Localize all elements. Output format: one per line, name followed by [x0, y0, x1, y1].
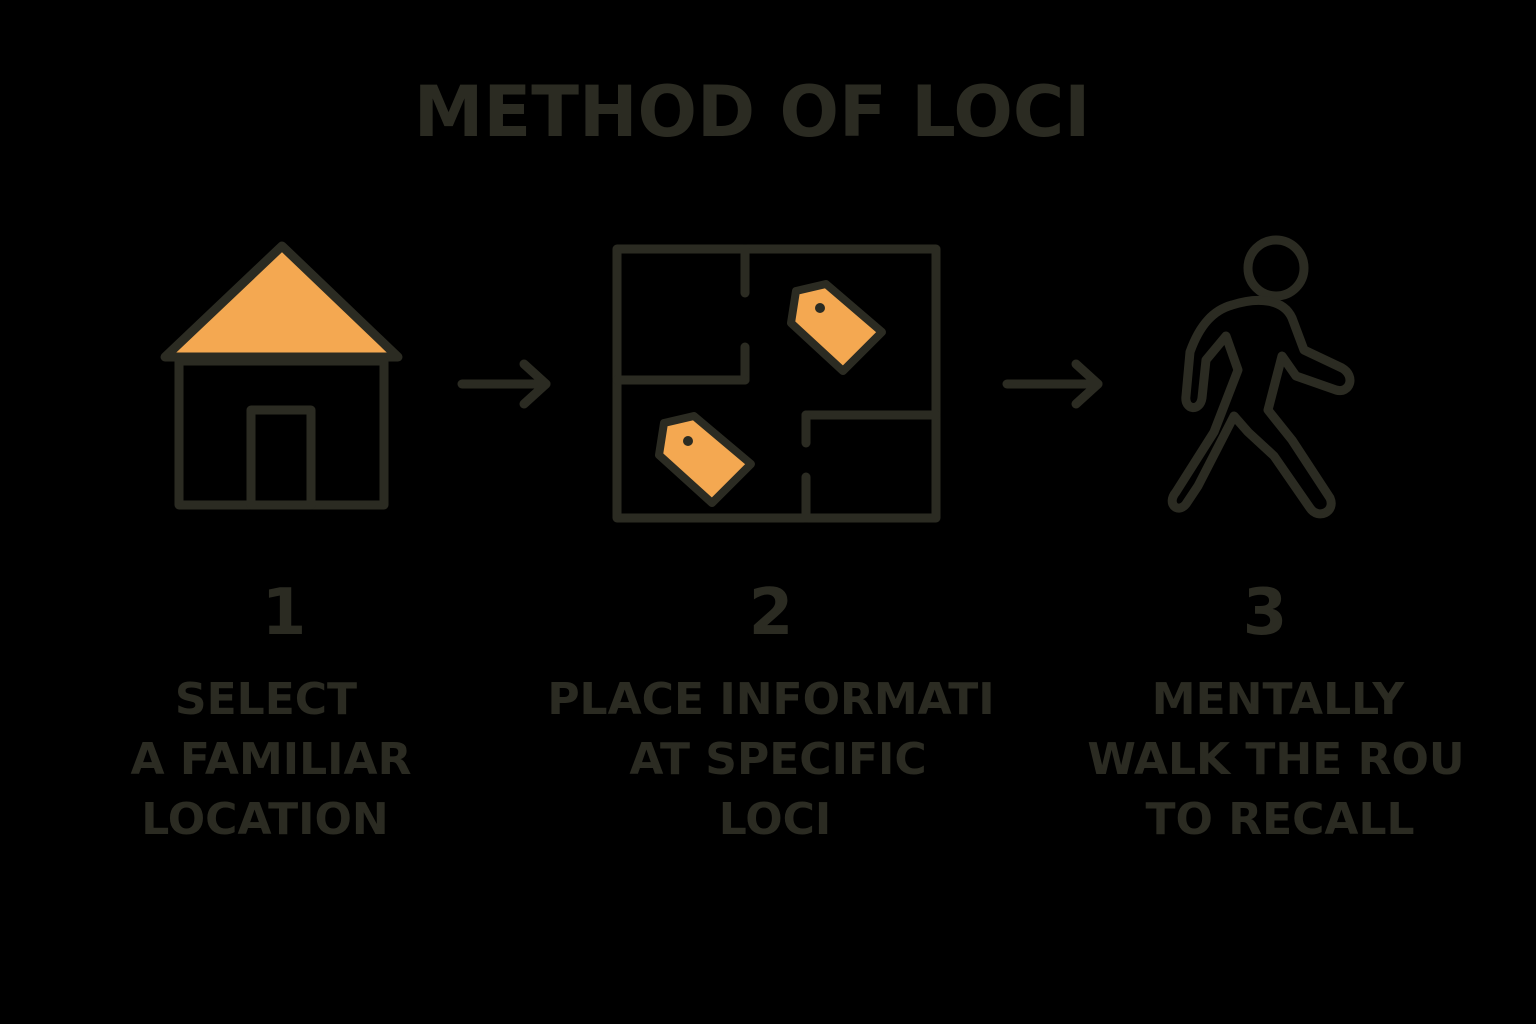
step-label-line: PLACE INFORMATI [547, 674, 994, 725]
step-label-line: TO RECALL [1145, 794, 1414, 845]
tag-icon [655, 412, 755, 507]
step-label-line: LOCATION [141, 794, 388, 845]
step-number: 2 [749, 576, 794, 650]
diagram-title: METHOD OF LOCI [414, 71, 1091, 153]
walking-person-icon [1167, 235, 1355, 519]
step-number: 1 [262, 576, 307, 650]
step-label-line: A FAMILIAR [131, 734, 412, 785]
step-label-line: SELECT [175, 674, 357, 725]
house-icon [160, 241, 403, 510]
step-label-line: AT SPECIFIC [629, 734, 926, 785]
floor-plan-icon [612, 244, 941, 523]
arrow-right-icon [457, 359, 551, 409]
step-label-line: LOCI [719, 794, 832, 845]
step-label-line: WALK THE ROU [1087, 734, 1464, 785]
step-label-line: MENTALLY [1152, 674, 1406, 725]
tag-icon [787, 280, 886, 375]
arrow-right-icon [1002, 359, 1103, 409]
step-number: 3 [1243, 576, 1288, 650]
